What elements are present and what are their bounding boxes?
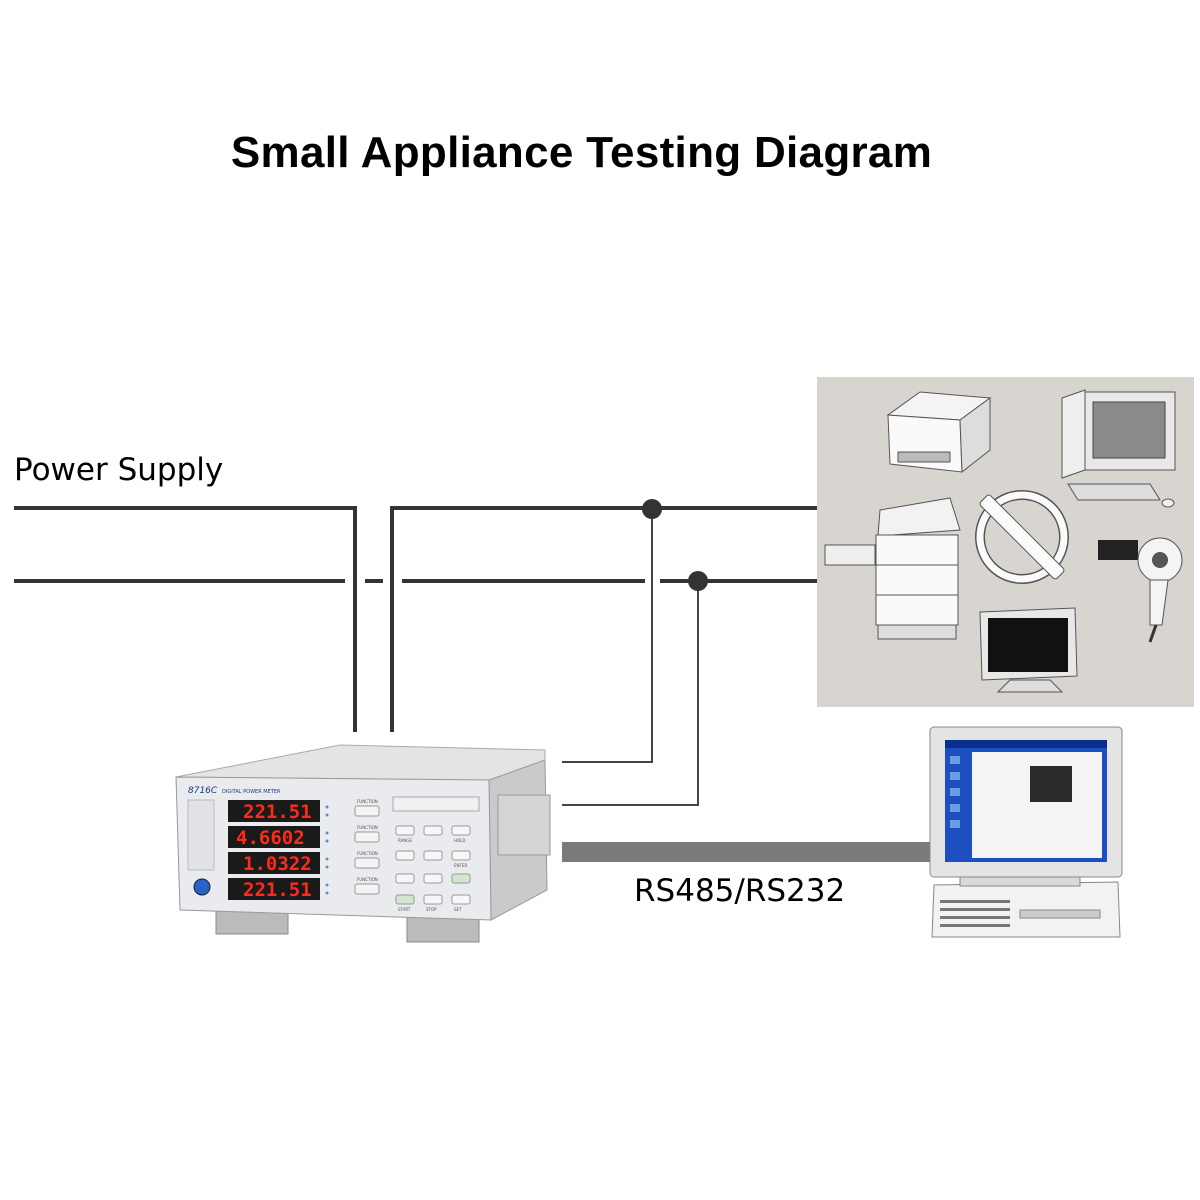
range-button[interactable] — [395, 825, 415, 836]
mode-button[interactable] — [423, 825, 443, 836]
display-3-reading: 1.0322 — [243, 853, 312, 875]
junction-dot-2 — [688, 571, 708, 591]
function-buttons: FUNCTION FUNCTION FUNCTION FUNCTION — [354, 799, 380, 895]
display-3 — [228, 852, 320, 874]
power-supply-lines — [14, 506, 817, 732]
range-button-label: RANGE — [398, 838, 412, 843]
supply-line-1-in — [14, 506, 357, 732]
sense-line-2 — [562, 581, 699, 806]
computer-icon — [929, 726, 1123, 938]
voltage-sense-lines — [562, 508, 699, 806]
hold-button-label: HOLD — [454, 838, 465, 843]
enter-button[interactable] — [451, 850, 471, 861]
meter-info-strip — [392, 796, 480, 812]
printer-icon — [886, 391, 992, 473]
print-button[interactable] — [451, 873, 471, 884]
display-2-reading: 4.6602 — [236, 827, 305, 849]
left-button[interactable] — [395, 873, 415, 884]
meter-name-text: DIGITAL POWER METER — [222, 789, 281, 795]
meter-model-text: 8716C — [188, 786, 218, 796]
hair-dryer-icon — [1098, 537, 1183, 643]
power-supply-label: Power Supply — [14, 452, 224, 488]
start-button[interactable] — [395, 894, 415, 905]
copier-icon — [824, 497, 961, 640]
stop-button[interactable] — [423, 894, 443, 905]
set-button[interactable] — [451, 894, 471, 905]
function-button-3[interactable] — [354, 857, 380, 869]
function-button-1[interactable] — [354, 805, 380, 817]
display-1 — [228, 800, 320, 822]
software-waveform — [1030, 766, 1072, 802]
meter-displays: 221.51 4.6602 1.0322 221.51 — [228, 800, 320, 901]
fluorescent-lamp-icon — [975, 490, 1069, 584]
function-button-4[interactable] — [354, 883, 380, 895]
case-vents — [940, 900, 1010, 927]
sense-line-1 — [562, 508, 653, 763]
set-button-label: SET — [454, 907, 462, 912]
junction-dot-1 — [642, 499, 662, 519]
stop-button-label: STOP — [426, 907, 437, 912]
drive-bay — [1019, 909, 1101, 919]
display-4-reading: 221.51 — [243, 879, 312, 901]
right-button[interactable] — [423, 873, 443, 884]
start-button-label: START — [398, 907, 411, 912]
rs485-rs232-label: RS485/RS232 — [634, 873, 846, 909]
up-button[interactable] — [395, 850, 415, 861]
hold-button[interactable] — [451, 825, 471, 836]
window-titlebar — [945, 740, 1107, 748]
page-title: Small Appliance Testing Diagram — [230, 128, 933, 177]
function-button-4-label: FUNCTION — [357, 877, 378, 882]
function-button-2[interactable] — [354, 831, 380, 843]
function-button-2-label: FUNCTION — [357, 825, 378, 830]
display-1-reading: 221.51 — [243, 801, 312, 823]
supply-line-1-out — [390, 506, 817, 732]
function-button-3-label: FUNCTION — [357, 851, 378, 856]
down-button[interactable] — [423, 850, 443, 861]
display-4 — [228, 878, 320, 900]
desktop-computer-icon — [1061, 389, 1176, 508]
function-button-1-label: FUNCTION — [357, 799, 378, 804]
meter-handle — [497, 794, 551, 856]
meter-indicators — [325, 805, 329, 895]
tv-icon — [979, 607, 1078, 693]
meter-mode-panel — [187, 799, 215, 871]
power-button[interactable] — [193, 878, 211, 896]
meter-top — [175, 744, 546, 781]
enter-button-label: ENTER — [454, 863, 467, 868]
control-keypad: RANGE HOLD ENTER START STOP SET — [395, 825, 471, 912]
digital-power-meter: 8716C DIGITAL POWER METER 221.51 4.6602 … — [175, 744, 551, 943]
display-2 — [228, 826, 320, 848]
rs485-cable — [562, 842, 934, 862]
desktop-icons — [950, 756, 960, 828]
